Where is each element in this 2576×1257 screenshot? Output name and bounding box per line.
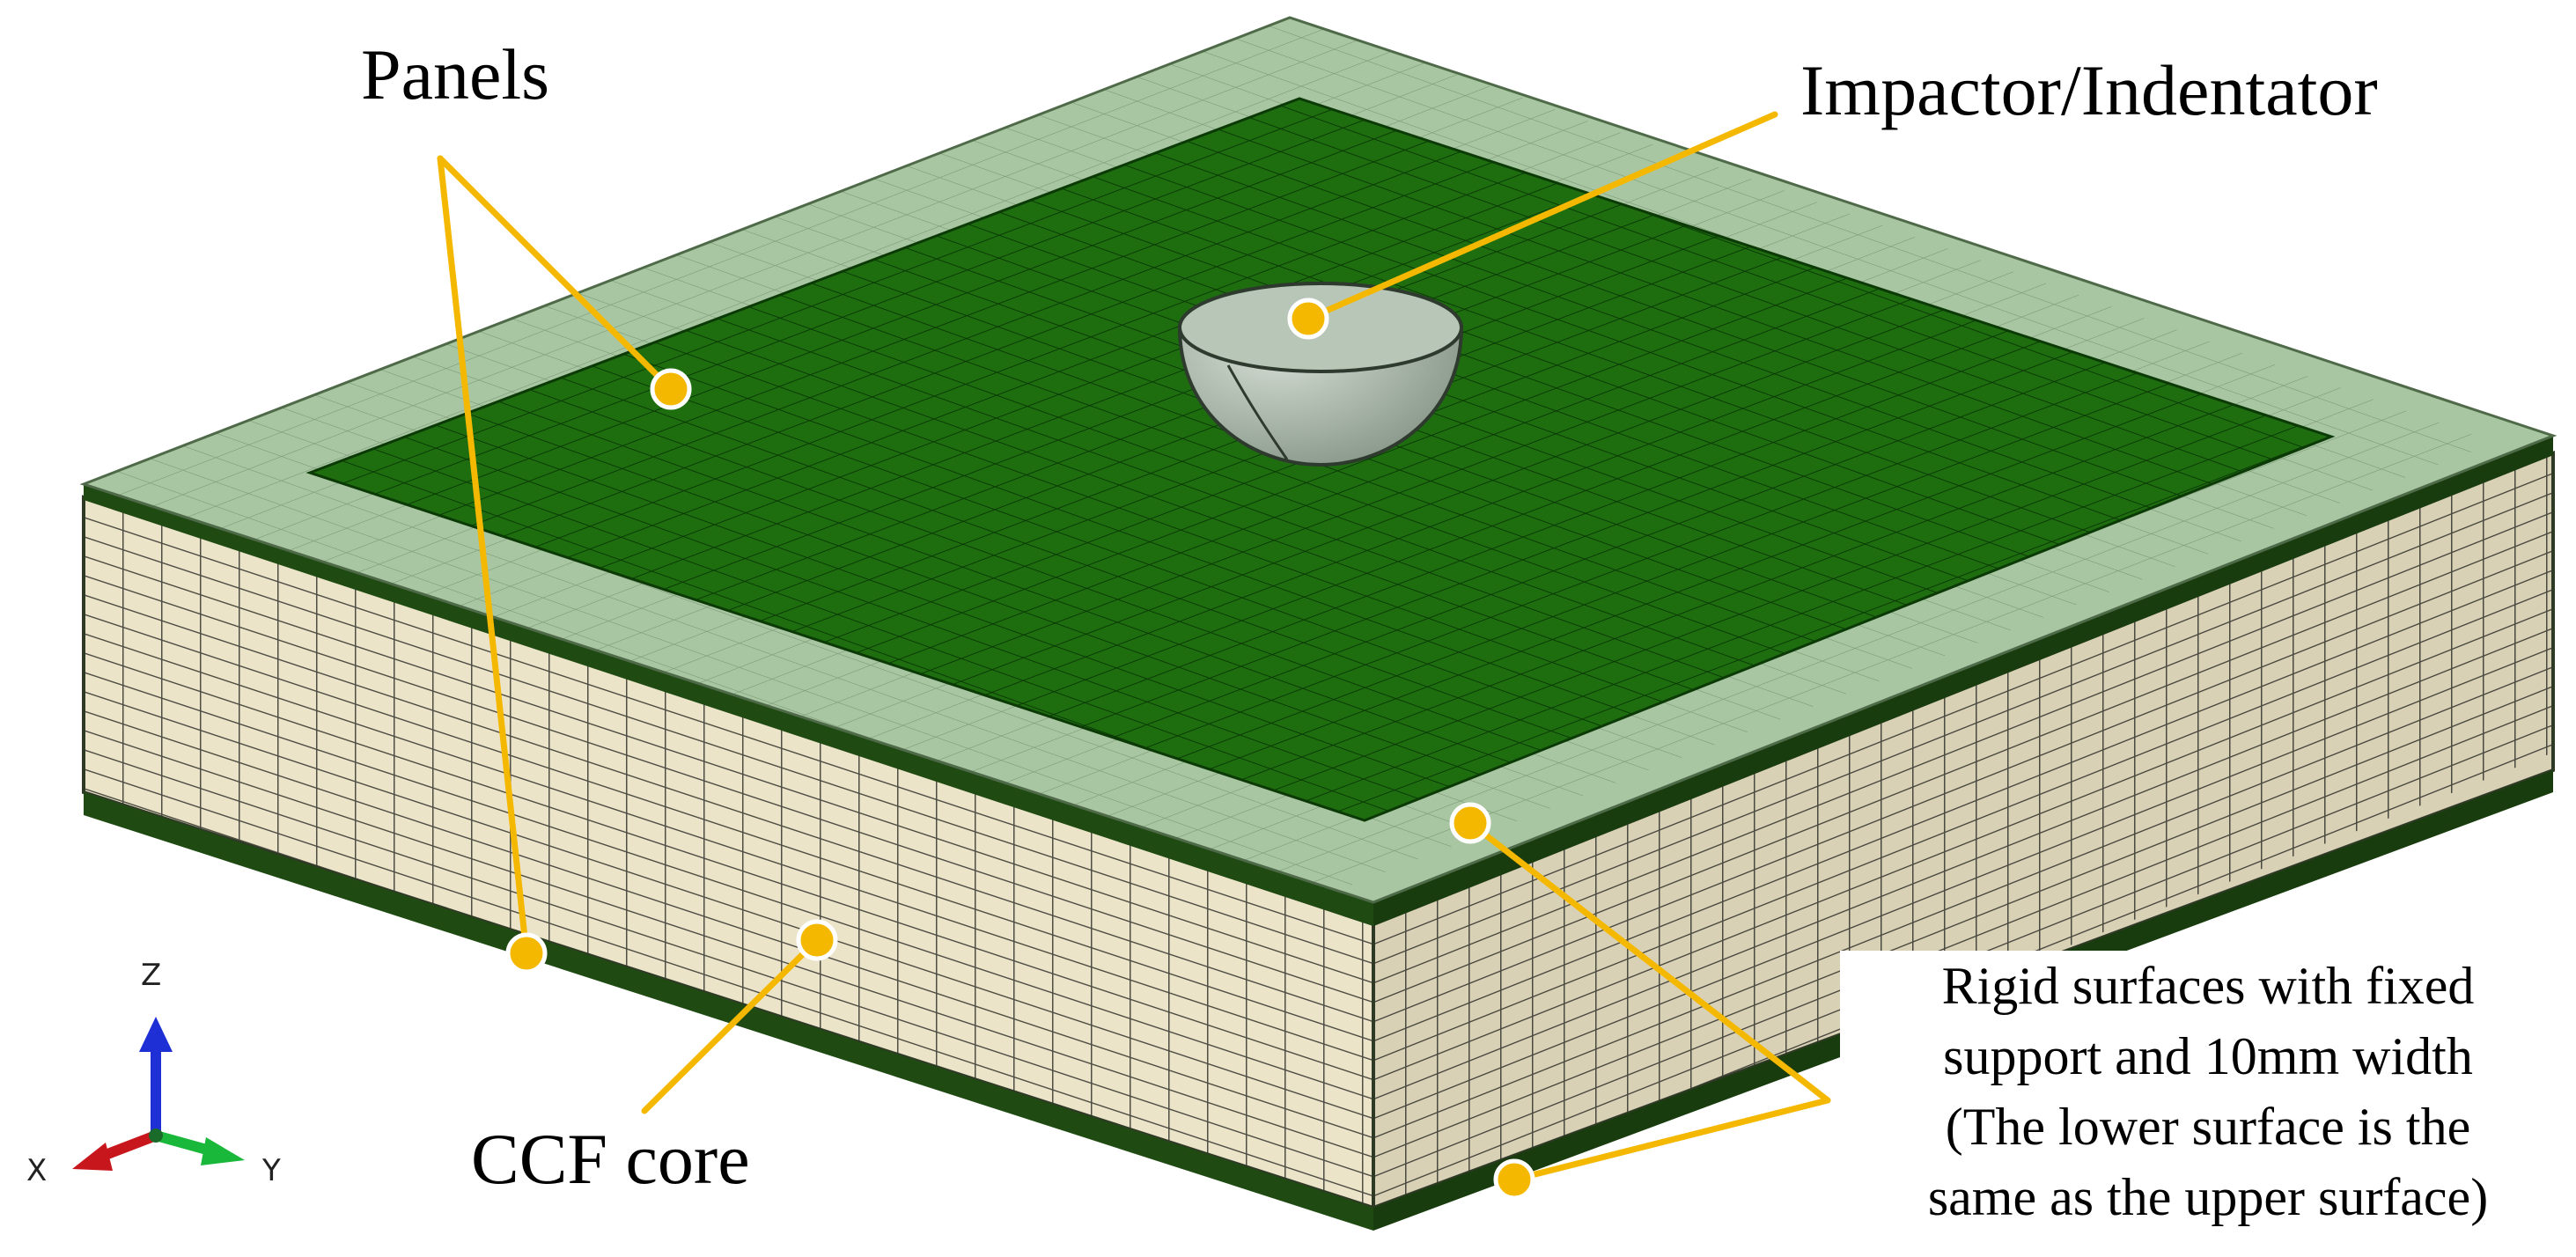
callout-dots [505, 298, 1535, 1201]
core-label: CCF core [471, 1119, 750, 1199]
upper-panel-skin [84, 436, 2553, 926]
axis-z-label: Z [141, 958, 162, 993]
callout-dot-rigid-top [1449, 802, 1491, 844]
axis-triad [72, 1017, 245, 1171]
callout-dot-panel-top [650, 368, 692, 410]
callout-lines [437, 111, 1831, 1183]
impactor-hemisphere [1177, 282, 1464, 467]
rigid-surfaces-label: Rigid surfaces with fixed support and 10… [1840, 951, 2576, 1257]
callout-dot-core [796, 919, 838, 961]
axis-x-label: X [26, 1153, 48, 1188]
callout-dot-rigid-bottom [1493, 1158, 1535, 1201]
rigid-label-line: (The lower surface is the [1945, 1098, 2471, 1156]
panels-label: Panels [361, 34, 550, 114]
callout-dot-panel-bottom [505, 932, 548, 974]
rigid-label-line: same as the upper surface) [1927, 1168, 2489, 1226]
callout-dot-impactor [1287, 298, 1329, 340]
rigid-label-line: Rigid surfaces with fixed [1941, 957, 2475, 1015]
rigid-label-line: support and 10mm width [1943, 1027, 2473, 1085]
axis-y-label: Y [262, 1153, 281, 1188]
impactor-label: Impactor/Indentator [1800, 50, 2378, 130]
